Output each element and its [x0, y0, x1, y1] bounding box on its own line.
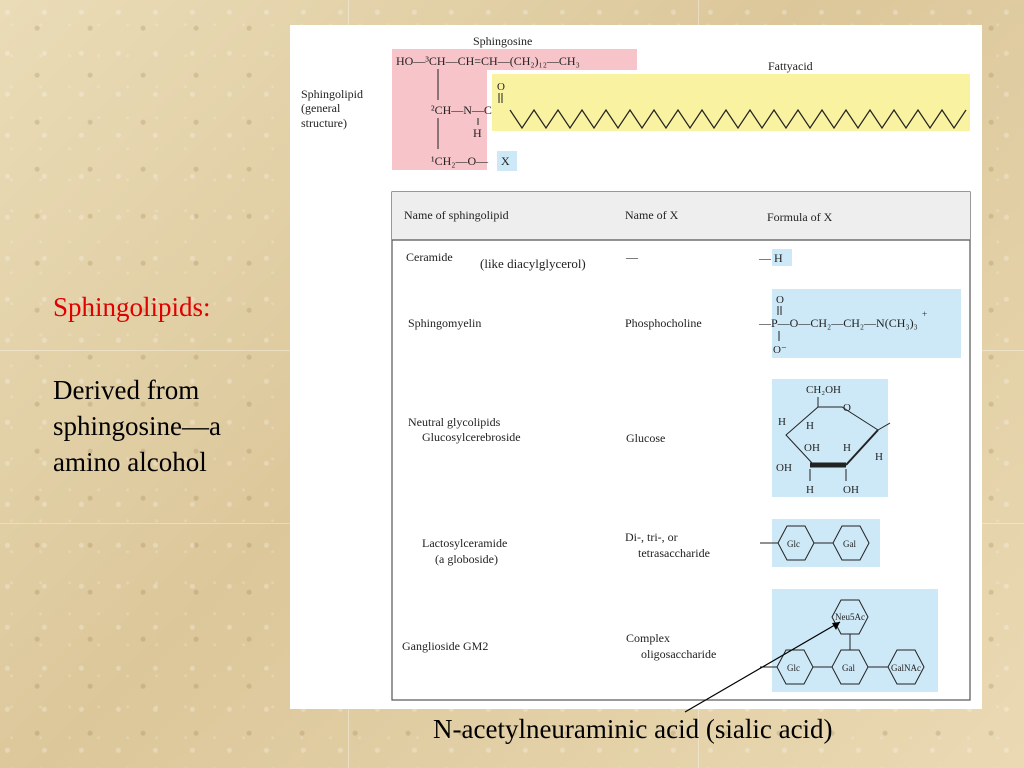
- svg-text:OH: OH: [804, 442, 820, 454]
- glc-label: Glc: [787, 539, 800, 549]
- phospho-o-top: O: [776, 294, 784, 306]
- svg-text:OH: OH: [776, 462, 792, 474]
- row-sphingomyelin-x: Phosphocholine: [625, 316, 702, 330]
- glucose-ring: CH₂OH O H H OH H H OH H OH: [776, 384, 891, 496]
- fattyacid-chain: [509, 108, 967, 130]
- header-x: Name of X: [625, 208, 679, 222]
- row-lactosyl-x-1: Di-, tri-, or: [625, 530, 678, 544]
- general-label-line1: Sphingolipid: [301, 87, 363, 101]
- header-name: Name of sphingolipid: [404, 208, 509, 222]
- svg-text:O: O: [843, 402, 851, 414]
- neu5ac-label: Neu5Ac: [835, 612, 865, 622]
- row-glucosyl-name-2: Glucosylcerebroside: [422, 430, 521, 444]
- sphingosine-row2: ²CH—N—C: [431, 103, 492, 117]
- row-ceramide-formula: — H: [758, 251, 783, 265]
- general-label-line2: (general: [301, 101, 341, 115]
- ceramide-formula-bg: [772, 249, 792, 266]
- svg-text:H: H: [806, 484, 814, 496]
- gal-label: Gal: [843, 539, 856, 549]
- row-ceramide-name: Ceramide: [406, 250, 453, 264]
- sphingosine-highlight-left: [392, 49, 487, 170]
- row-ganglioside-name: Ganglioside GM2: [402, 639, 488, 653]
- general-label-line3: structure): [301, 116, 347, 130]
- gal-hexagon: [832, 525, 870, 561]
- phospho-plus: +: [922, 309, 927, 319]
- sphingosine-label: Sphingosine: [473, 34, 532, 48]
- row-lactosyl-name-1: Lactosylceramide: [422, 536, 507, 550]
- row-lactosyl-x-2: tetrasaccharide: [638, 546, 710, 560]
- row-sphingomyelin-formula: —P—O—CH₂—CH₂—N(CH₃)₃: [758, 316, 918, 330]
- sialic-acid-caption: N-acetylneuraminic acid (sialic acid): [433, 714, 833, 744]
- gal-label-gm2: Gal: [842, 663, 855, 673]
- sphingolipid-figure: Sphingosine Fattyacid Sphingolipid (gene…: [290, 25, 982, 709]
- row-lactosyl-name-2: (a globoside): [435, 552, 498, 566]
- galnac-label: GalNAc: [891, 663, 921, 673]
- sphingosine-row3: ¹CH₂—O—: [431, 154, 489, 168]
- svg-text:H: H: [806, 420, 814, 432]
- svg-text:H: H: [875, 451, 883, 463]
- row-ganglioside-x-2: oligosaccharide: [641, 647, 716, 661]
- row-ganglioside-x-1: Complex: [626, 631, 670, 645]
- phospho-formula-bg: [772, 289, 961, 358]
- galnac-hexagon: [887, 649, 925, 685]
- table-header-bg: [392, 192, 970, 240]
- fattyacid-highlight: [492, 74, 970, 131]
- svg-text:CH₂OH: CH₂OH: [806, 384, 841, 396]
- glucose-formula-bg: [772, 379, 888, 497]
- fattyacid-label: Fattyacid: [768, 59, 813, 73]
- x-label: X: [501, 154, 510, 168]
- neu5ac-hexagon: [831, 599, 869, 635]
- svg-text:H: H: [778, 416, 786, 428]
- svg-text:OH: OH: [843, 484, 859, 496]
- svg-text:H: H: [843, 442, 851, 454]
- row-glucosyl-name-1: Neutral glycolipids: [408, 415, 501, 429]
- structure-diagram: Sphingosine Fattyacid Sphingolipid (gene…: [301, 34, 971, 701]
- row-sphingomyelin-name: Sphingomyelin: [408, 316, 481, 330]
- phospho-o-bottom: O⁻: [773, 344, 787, 356]
- header-formula: Formula of X: [767, 210, 833, 224]
- carbonyl-o: O: [497, 81, 505, 93]
- row-ceramide-x: —: [625, 250, 639, 264]
- ceramide-note: (like diacylglycerol): [480, 256, 586, 271]
- row-glucosyl-x: Glucose: [626, 431, 665, 445]
- slide-title: Sphingolipids:: [53, 292, 211, 322]
- amide-h: H: [473, 126, 482, 140]
- slide-body-text: Derived from sphingosine—a amino alcohol: [53, 375, 221, 477]
- x-highlight: [497, 151, 517, 171]
- glc-label-gm2: Glc: [787, 663, 800, 673]
- sphingosine-row1: HO—³CH—CH=CH—(CH₂)₁₂—CH₃: [396, 54, 580, 68]
